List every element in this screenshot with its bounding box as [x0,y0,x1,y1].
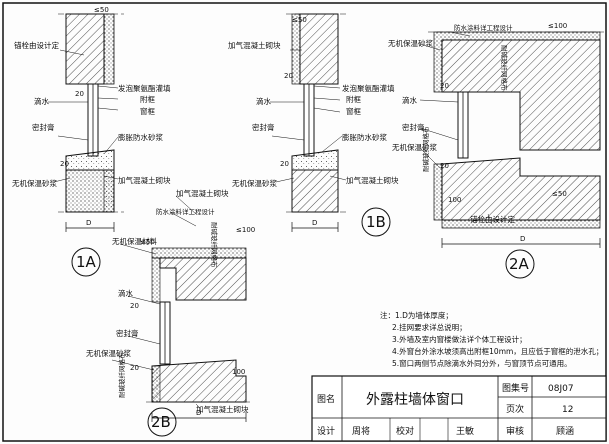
2a-tag-circle [505,249,535,279]
1a-label-frame: 窗框 [140,106,155,116]
1b-label-frame: 窗框 [346,106,361,116]
2b-label-coating: 防水涂料详工程设计 [156,207,215,216]
tb-title: 外露柱墙体窗口 [366,391,464,408]
notes-line-4: 4.外窗台外涂水坡须高出附框10mm，且应低于窗框的泄水孔； [392,346,603,356]
1b-label-insulation: 无机保温砂浆 [232,178,277,188]
notes-title: 注：1.D为墙体厚度； [380,310,453,320]
tb-check-sig: 王敏 [456,425,474,437]
1a-label-foam: 发泡聚氨酯灌填 [118,83,171,93]
2b-label-block-bottom: 加气混凝土砌块 [196,404,249,414]
2a-label-sealant: 密封膏 [402,122,425,132]
2b-dim-right: ≤100 [236,226,255,234]
tb-atlas-value: 08J07 [548,384,574,394]
detail-1a: D ≤50 20 20 锚栓由设计定 发泡聚氨酯灌填 附框 窗框 滴水 密封膏 … [12,6,171,277]
1a-tag: 1A [76,253,97,271]
1b-tag: 1B [366,213,386,231]
2a-label-coating: 防水涂料详工程设计 [454,23,513,32]
1b-dim-top: ≤50 [292,16,307,24]
detail-1b: D ≤50 20 20 加气混凝土砌块 发泡聚氨酯灌填 附框 窗框 滴水 密封膏… [228,13,399,237]
tb-review-label: 审核 [506,425,524,437]
2b-label-sealant: 密封膏 [116,328,139,338]
1a-block-top [65,13,105,85]
tb-design-sig: 周将 [352,426,370,437]
1b-dim-d: D [312,219,317,227]
1a-dim-lower: 20 [60,160,69,168]
2a-dim-d: D [520,235,525,243]
1b-dim-mid: 20 [284,72,293,80]
tb-check-label: 校对 [396,425,414,437]
1b-block-bottom [291,169,339,213]
title-block: 图名 外露柱墙体窗口 图集号 08J07 页次 12 设计 周将 校对 王敏 审… [311,375,607,442]
1b-tag-circle [361,207,391,237]
2b-label-block-top: 加气混凝土砌块 [176,188,229,198]
1b-dim-lower: 20 [280,160,289,168]
2a-dim-mid: 20 [440,82,449,90]
notes-line-5: 5.窗口两侧节点除滴水外同分外，与窗顶节点可通用。 [392,358,572,368]
2b-tag: 2B [151,413,171,431]
detail-2a: D 100 ≤100 ≤50 20 20 防水涂料详工程设计 无机保温砂浆 耐碱… [388,22,604,279]
2a-label-insulation-mid: 无机保温砂浆 [392,142,437,152]
2a-dim-right: ≤50 [552,190,567,198]
1b-block-top [299,13,339,85]
2a-label-alkali-mesh: 耐碱玻纤网格布 [500,45,509,91]
2b-label-insulation-low: 无机保温砂浆 [86,348,131,358]
1a-dim-top: ≤50 [94,6,109,14]
2a-dim-lower: 20 [440,162,449,170]
detail-2b: D 20 20 100 ≤100 ≤50 加气混凝土砌块 防水涂料详工程设计 无… [86,188,255,437]
1a-dim-d: D [86,219,91,227]
1b-label-foam: 发泡聚氨酯灌填 [342,83,395,93]
notes-line-3: 3.外墙及室内窗楼做法详个体工程设计； [392,334,527,344]
2a-label-anchor: 锚栓由设计定 [470,214,515,224]
2b-label-insulation-top: 无机保温材料 [112,236,157,246]
2b-tag-circle [147,407,177,437]
1a-label-block: 加气混凝土砌块 [118,175,171,185]
tb-page-label: 页次 [506,403,524,415]
1b-label-sealant: 密封膏 [252,122,275,132]
2a-label-insulation-top: 无机保温砂浆 [388,38,433,48]
tb-tu-ming-label: 图名 [317,393,335,405]
2b-label-alkali-mesh: 耐碱玻纤网格布 [210,222,219,268]
2b-dim-lower: 20 [130,364,139,372]
2a-label-mesh-low: 耐碱玻纤网格布 [421,126,430,172]
tb-design-label: 设计 [317,425,335,437]
2a-tag: 2A [509,255,530,273]
1a-label-mortar: 膨胀防水砂浆 [118,132,163,142]
1a-label-subframe: 附框 [140,94,155,104]
1a-tag-circle [71,247,101,277]
1a-label-insulation: 无机保温砂浆 [12,178,57,188]
tb-review-sig: 顾涵 [556,426,574,437]
1a-dim-mid: 20 [75,90,84,98]
1b-label-block-bottom: 加气混凝土砌块 [346,175,399,185]
2a-dim-side: 100 [448,196,461,204]
2b-dim-mid: 20 [130,302,139,310]
notes: 注：1.D为墙体厚度； 2.挂网要求详总说明； 3.外墙及室内窗楼做法详个体工程… [380,310,603,368]
1a-sill [65,149,115,171]
notes-line-2: 2.挂网要求详总说明； [392,322,467,332]
1a-label-sealant: 密封膏 [32,122,55,132]
1a-insulation-top [103,13,115,85]
1b-label-block-top: 加气混凝土砌块 [228,40,281,50]
2b-column-top [159,257,247,301]
2b-label-mesh-low: 耐碱玻纤网格布 [117,352,126,398]
2a-label-drip: 滴水 [402,95,417,105]
2b-dim-d: D [196,409,201,417]
1a-label-anchor: 锚栓由设计定 [14,40,59,50]
1b-label-subframe: 附框 [346,94,361,104]
1b-label-drip: 滴水 [256,96,271,106]
2b-dim-top: ≤50 [140,238,155,246]
2a-column-bottom [441,157,601,221]
1a-label-drip: 滴水 [34,96,49,106]
1b-label-mortar: 膨胀防水砂浆 [342,132,387,142]
2b-dim-side: 100 [232,368,245,376]
tb-atlas-label: 图集号 [502,382,529,394]
2a-dim-top: ≤100 [548,22,567,30]
2b-label-drip: 滴水 [118,288,133,298]
2b-column-bottom [151,359,247,403]
tb-page-value: 12 [562,405,573,415]
